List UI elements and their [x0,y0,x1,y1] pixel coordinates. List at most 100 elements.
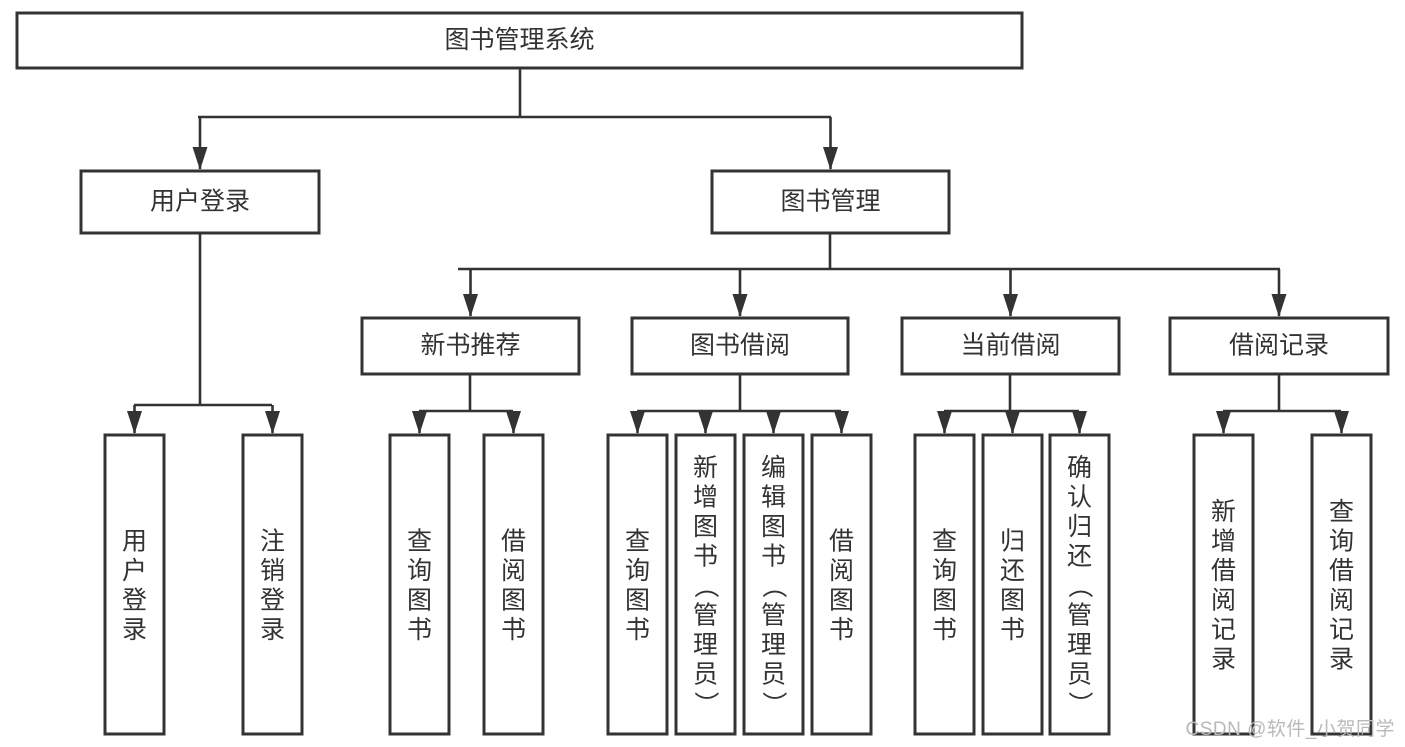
node-box[interactable] [1168,316,1390,376]
arrow-head-icon [766,411,781,434]
node-label: 用户登录 [150,188,250,216]
node-box[interactable] [674,433,737,736]
node-label: 新书推荐 [420,332,520,360]
node-user-login[interactable]: 用户登录 [79,169,321,235]
node-label-char: 管 [1067,601,1092,629]
node-label-char: 归 [1000,528,1025,556]
node-label-char: 销 [260,557,285,585]
node-label-char: 图 [693,513,718,541]
node-box[interactable] [15,11,1024,70]
node-book-borrow[interactable]: 图书借阅 [630,316,850,376]
node-label-char: 理 [693,631,718,659]
node-label-char: 录 [122,616,147,644]
node-label-char: 新 [693,454,718,482]
node-book-manage[interactable]: 图书管理 [710,169,951,235]
node-label: 图书管理系统 [444,26,594,54]
node-label-char: 户 [122,557,147,585]
node-box[interactable] [1048,433,1111,736]
arrow-head-icon [463,294,478,317]
node-box[interactable] [742,433,805,736]
node-borrow-record[interactable]: 借阅记录 [1168,316,1390,376]
arrow-head-icon [1216,411,1231,434]
arrow-head-icon [834,411,849,434]
node-box[interactable] [360,316,581,376]
node-box[interactable] [710,169,951,235]
node-label-char: 询 [625,557,650,585]
node-box[interactable] [103,433,166,736]
node-box[interactable] [1192,433,1255,736]
arrow-head-icon [127,411,142,434]
node-label-char: 新 [1211,498,1236,526]
arrow-head-icon [506,411,521,434]
node-label-char: 阅 [1211,587,1236,615]
csdn-watermark: CSDN @软件_小贺同学 [1185,719,1395,740]
node-label-char: 管 [761,601,786,629]
node-label-char: 图 [407,587,432,615]
node-label-char: 记 [1211,616,1236,644]
node-box[interactable] [482,433,545,736]
node-label-char: （ [692,573,720,598]
node-box[interactable] [1310,433,1373,736]
node-label-char: 查 [625,528,650,556]
node-label-char: 书 [625,616,650,644]
node-root[interactable]: 图书管理系统 [15,11,1024,70]
arrow-head-icon [192,147,208,170]
node-label-char: 登 [260,587,285,615]
node-label-char: 书 [501,616,526,644]
node-box[interactable] [630,316,850,376]
arrow-head-icon [630,411,645,434]
node-box[interactable] [388,433,451,736]
node-label-char: 管 [693,601,718,629]
node-box[interactable] [241,433,304,736]
node-label-char: 查 [932,528,957,556]
connector-layer [127,68,1349,434]
node-label-char: 用 [122,528,147,556]
node-box[interactable] [981,433,1044,736]
node-label-char: 阅 [501,557,526,585]
node-label-char: 阅 [1329,587,1354,615]
node-layer: 图书管理系统用户登录图书管理新书推荐图书借阅当前借阅借阅记录用户登录注销登录查询… [15,11,1390,736]
node-label-char: 书 [829,616,854,644]
node-label-char: 归 [1067,513,1092,541]
node-box[interactable] [810,433,873,736]
node-label-char: 登 [122,587,147,615]
node-label-char: 询 [407,557,432,585]
node-label-char: 增 [1211,528,1236,556]
node-label-char: 书 [1000,616,1025,644]
node-box[interactable] [913,433,976,736]
arrow-head-icon [823,147,838,170]
node-label-char: （ [760,573,788,598]
node-label-char: 书 [407,616,432,644]
node-label-char: 还 [1000,557,1025,585]
node-label-char: 查 [407,528,432,556]
node-box[interactable] [606,433,669,736]
node-label-char: 阅 [829,557,854,585]
node-new-book-rec[interactable]: 新书推荐 [360,316,581,376]
node-label-char: 员 [1067,660,1092,688]
node-label-char: 辑 [761,483,786,511]
node-label-char: 录 [1329,646,1354,674]
arrow-head-icon [1003,294,1018,317]
node-current-borrow[interactable]: 当前借阅 [900,316,1121,376]
node-box[interactable] [79,169,321,235]
node-label-char: 员 [761,660,786,688]
node-box[interactable] [900,316,1121,376]
node-leaf-user-login[interactable]: 用户登录 [103,433,166,736]
node-label-char: ） [1066,691,1094,716]
node-label-char: ） [692,691,720,716]
arrow-head-icon [1271,294,1287,317]
arrow-head-icon [937,411,952,434]
node-label-char: 询 [1329,528,1354,556]
